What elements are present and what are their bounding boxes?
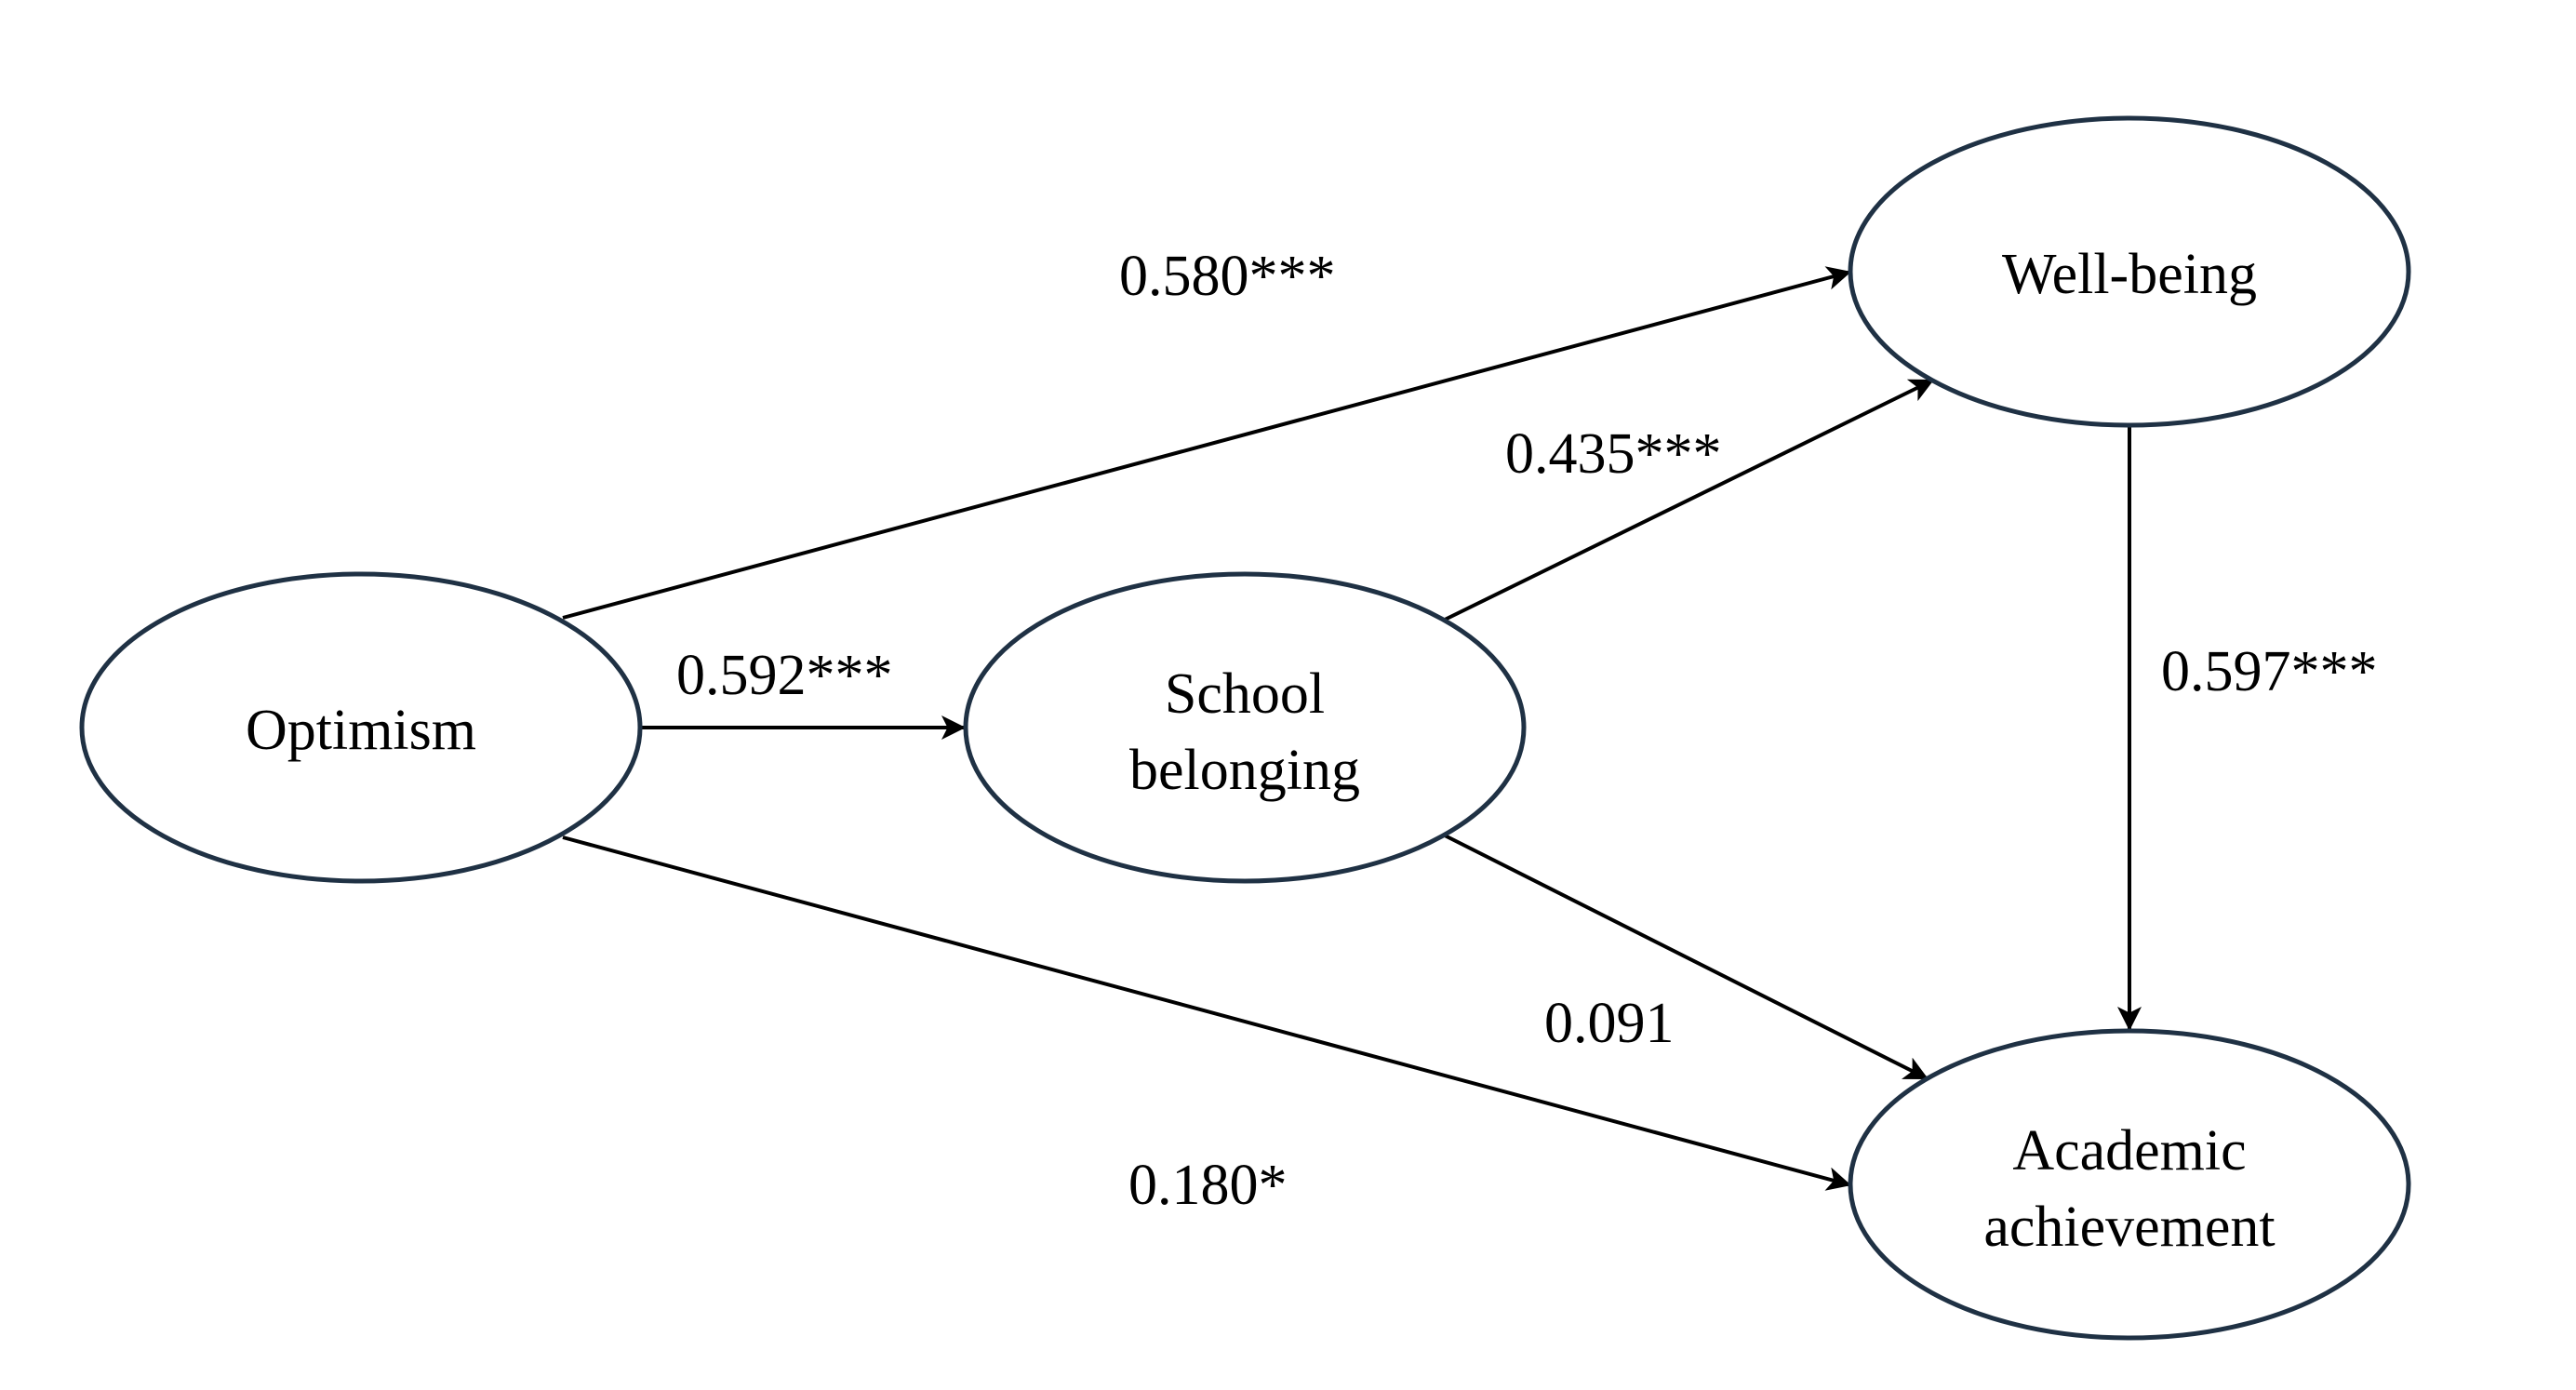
node-optimism-label: Optimism [246,699,476,762]
edge-label-well-being-to-academic-achievement: 0.597*** [2161,640,2378,703]
node-academic-achievement-label-line-2: achievement [1983,1196,2275,1259]
node-academic-achievement-label-line-1: Academic [2012,1119,2246,1183]
edge-label-school-belonging-to-academic-achievement: 0.091 [1544,992,1675,1055]
edge-label-optimism-to-well-being: 0.580*** [1119,245,1336,308]
node-school-belonging-label-line-2: belonging [1129,739,1360,802]
edge-school-belonging-to-academic-achievement [1444,834,1929,1081]
edge-label-optimism-to-school-belonging: 0.592*** [676,644,893,707]
edge-optimism-to-well-being [562,266,1852,620]
node-well-being: Well-being [1848,115,2411,428]
node-school-belonging: School belonging [963,571,1527,884]
edge-label-optimism-to-academic-achievement: 0.180* [1128,1154,1288,1217]
edge-school-belonging-to-well-being [1444,378,1935,621]
edge-optimism-to-academic-achievement [562,835,1852,1191]
node-academic-achievement: Academic achievement [1848,1028,2411,1341]
node-well-being-label: Well-being [2002,243,2257,306]
edge-label-school-belonging-to-well-being: 0.435*** [1505,422,1722,486]
node-school-belonging-label-line-1: School [1165,662,1325,726]
node-optimism: Optimism [79,571,643,884]
